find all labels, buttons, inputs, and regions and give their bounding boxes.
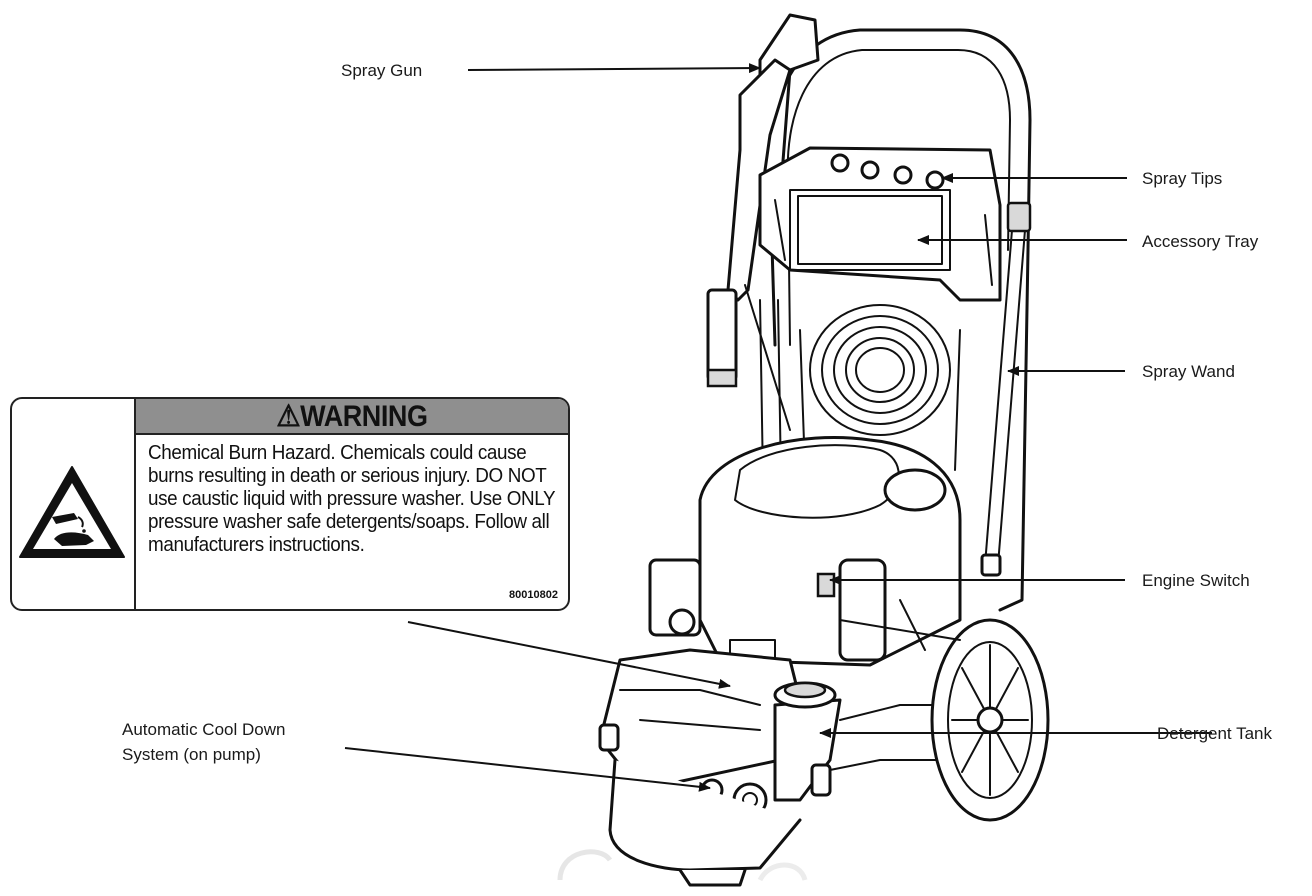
warning-header: ⚠WARNING xyxy=(136,399,568,435)
accessory-tray-label: Accessory Tray xyxy=(1142,232,1259,251)
spray-wand-drawing xyxy=(980,201,1032,577)
spray-tips-label: Spray Tips xyxy=(1142,169,1222,188)
warning-label-code: 80010802 xyxy=(509,589,558,601)
spray-gun-label: Spray Gun xyxy=(341,61,422,80)
warning-triangle-icon: ⚠ xyxy=(276,399,301,433)
spray-tips-drawing xyxy=(830,153,945,190)
watermark-mark-2 xyxy=(757,862,808,882)
engine-drawing xyxy=(648,436,962,667)
pressure-washer-illustration xyxy=(598,13,1050,887)
pump-base-drawing xyxy=(598,648,802,887)
detergent-tank-label: Detergent Tank xyxy=(1157,724,1272,743)
accessory-tray-drawing xyxy=(758,146,1002,302)
warning-label-leader xyxy=(407,621,731,689)
wheel-drawing xyxy=(930,618,1050,822)
engine-switch-label: Engine Switch xyxy=(1142,571,1250,590)
cool-down-label-line1: Automatic Cool Down xyxy=(122,720,285,739)
watermark-mark xyxy=(557,849,613,881)
cool-down-leader xyxy=(344,747,711,792)
warning-label: ⚠WARNING Chemical Burn Hazard. Chemicals… xyxy=(10,397,570,611)
warning-text: Chemical Burn Hazard. Chemicals could ca… xyxy=(148,441,555,556)
spray-gun-drawing xyxy=(706,13,820,431)
cool-down-label-line2: System (on pump) xyxy=(122,745,261,764)
spray-wand-label: Spray Wand xyxy=(1142,362,1235,381)
hose-reel-drawing xyxy=(799,304,961,471)
warning-heading: ⚠WARNING xyxy=(276,399,428,433)
warning-symbol-panel xyxy=(12,399,136,609)
chemical-burn-hazard-icon xyxy=(19,466,125,558)
detergent-tank-drawing xyxy=(773,681,956,802)
spray-gun-leader xyxy=(467,63,761,74)
